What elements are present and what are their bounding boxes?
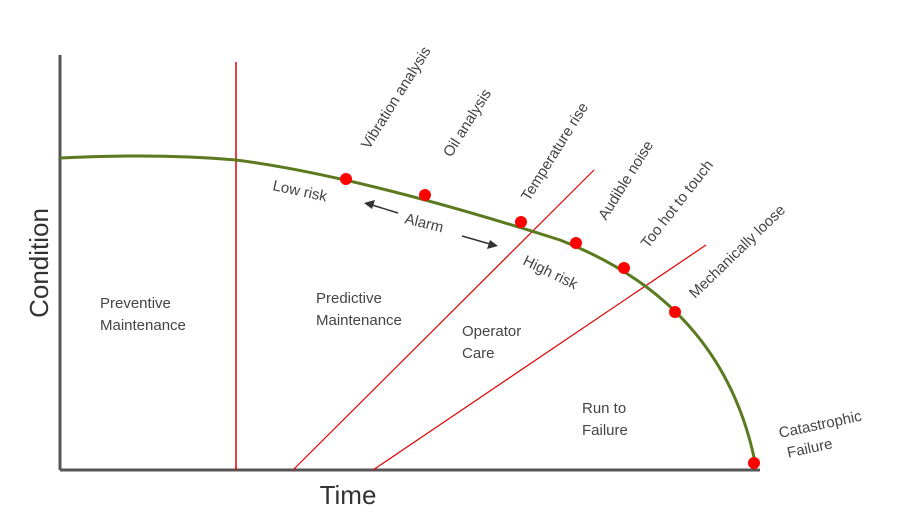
catastrophic-failure-label: Catastrophic Failure xyxy=(777,407,871,463)
condition-curve xyxy=(59,154,757,463)
too-hot-marker xyxy=(618,262,630,274)
preventive-zone-label: Preventive Maintenance xyxy=(100,295,186,334)
x-axis-title: Time xyxy=(320,480,377,510)
predictive-zone-label: Predictive Maintenance xyxy=(316,290,402,329)
temperature-rise-label: Temperature rise xyxy=(518,100,592,204)
audible-noise-marker xyxy=(570,237,582,249)
y-axis-title: Condition xyxy=(24,208,54,318)
oil-analysis-marker xyxy=(419,189,431,201)
too-hot-label: Too hot to touch xyxy=(638,157,717,252)
vibration-analysis-marker xyxy=(340,173,352,185)
alarm-right-arrow xyxy=(461,235,498,249)
alarm-label: Alarm xyxy=(403,210,445,236)
vibration-analysis-label: Vibration analysis xyxy=(358,44,435,152)
catastrophic-failure-marker xyxy=(748,457,760,469)
low-risk-label: Low risk xyxy=(271,177,329,205)
high-risk-label: High risk xyxy=(520,252,580,293)
temperature-rise-marker xyxy=(515,216,527,228)
mechanically-loose-label: Mechanically loose xyxy=(686,202,789,302)
mechanically-loose-marker xyxy=(669,306,681,318)
operator-care-boundary-line xyxy=(292,169,595,471)
oil-analysis-label: Oil analysis xyxy=(440,86,495,160)
audible-noise-label: Audible noise xyxy=(595,138,657,223)
operator-care-zone-label: Operator Care xyxy=(462,323,525,362)
run-to-failure-boundary-line xyxy=(372,244,707,471)
alarm-left-arrow xyxy=(364,200,399,214)
run-to-failure-zone-label: Run to Failure xyxy=(582,400,630,439)
